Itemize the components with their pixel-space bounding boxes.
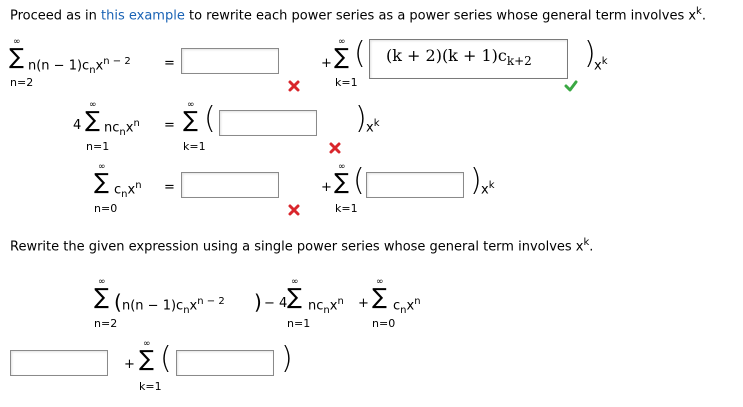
sigma-symbol: ∑ (85, 108, 100, 133)
series-term: cnxn (114, 180, 142, 200)
sigma-symbol: ∑ (94, 170, 109, 195)
sum-upper-limit: ∞ (98, 162, 106, 172)
sum-upper-limit: ∞ (376, 277, 384, 287)
incorrect-icon (288, 204, 300, 216)
sum-lower-limit: n=0 (372, 317, 396, 330)
series-term: ncnxn (104, 118, 140, 138)
sigma-symbol: ∑ (94, 285, 109, 310)
sigma-symbol: ∑ (334, 45, 349, 70)
answer-input-2[interactable]: (k + 2)(k + 1)ck+2 (369, 39, 568, 79)
left-paren: ( (353, 163, 365, 198)
sum-upper-limit: ∞ (98, 277, 106, 287)
incorrect-icon (329, 142, 341, 154)
answer-input-4[interactable] (181, 172, 279, 198)
answer-input-3[interactable] (219, 110, 317, 136)
right-paren: ) (584, 36, 596, 71)
right-paren: ) (254, 290, 262, 314)
x-power-k: xk (481, 180, 495, 198)
sum-upper-limit: ∞ (143, 339, 151, 349)
correct-icon (564, 80, 578, 92)
x-power-k: xk (594, 56, 608, 74)
left-paren: ( (114, 290, 122, 314)
answer-input-5[interactable] (366, 172, 464, 198)
sum-lower-limit: k=1 (183, 140, 206, 153)
sigma-symbol: ∑ (183, 108, 198, 133)
sum-lower-limit: n=1 (287, 317, 311, 330)
plus-sign: + (321, 56, 332, 71)
left-paren: ( (204, 101, 216, 136)
plus-sign: + (124, 357, 135, 372)
sigma-symbol: ∑ (334, 170, 349, 195)
sum-lower-limit: k=1 (139, 380, 162, 393)
sigma-symbol: ∑ (139, 347, 154, 372)
equals-sign: = (164, 118, 175, 133)
sigma-symbol: ∑ (9, 45, 24, 70)
series-term: n(n − 1)cnxn − 2 (28, 56, 131, 76)
sum-upper-limit: ∞ (291, 277, 299, 287)
answer-input-7[interactable] (176, 350, 274, 376)
coefficient: 4 (73, 118, 82, 133)
example-link[interactable]: this example (101, 8, 185, 24)
x-power-k: xk (366, 118, 380, 136)
answer-input-1[interactable] (181, 48, 279, 74)
sum-lower-limit: k=1 (335, 202, 358, 215)
left-paren: ( (354, 36, 366, 71)
answer-input-6[interactable] (10, 350, 108, 376)
sum-lower-limit: n=2 (10, 76, 34, 89)
left-paren: ( (160, 341, 172, 376)
sum-lower-limit: n=0 (94, 202, 118, 215)
sum-lower-limit: k=1 (335, 76, 358, 89)
instruction-text-2: Rewrite the given expression using a sin… (10, 237, 594, 255)
sum-lower-limit: n=2 (94, 317, 118, 330)
plus-sign: + (321, 180, 332, 195)
plus-sign: + (358, 296, 369, 311)
sum-upper-limit: ∞ (338, 37, 346, 47)
series-term: ncnxn (308, 296, 344, 316)
right-paren: ) (355, 101, 367, 136)
series-term: n(n − 1)cnxn − 2 (122, 296, 225, 316)
sum-upper-limit: ∞ (187, 100, 195, 110)
minus-coefficient: − 4 (264, 296, 288, 311)
sum-lower-limit: n=1 (86, 140, 110, 153)
right-paren: ) (470, 163, 482, 198)
equals-sign: = (164, 180, 175, 195)
sum-upper-limit: ∞ (338, 162, 346, 172)
incorrect-icon (288, 80, 300, 92)
instruction-text: Proceed as in this example to rewrite ea… (10, 6, 706, 24)
series-term: cnxn (393, 296, 421, 316)
equals-sign: = (164, 56, 175, 71)
sum-upper-limit: ∞ (13, 37, 21, 47)
sigma-symbol: ∑ (372, 285, 387, 310)
sum-upper-limit: ∞ (89, 100, 97, 110)
sigma-symbol: ∑ (287, 285, 302, 310)
right-paren: ) (281, 341, 293, 376)
